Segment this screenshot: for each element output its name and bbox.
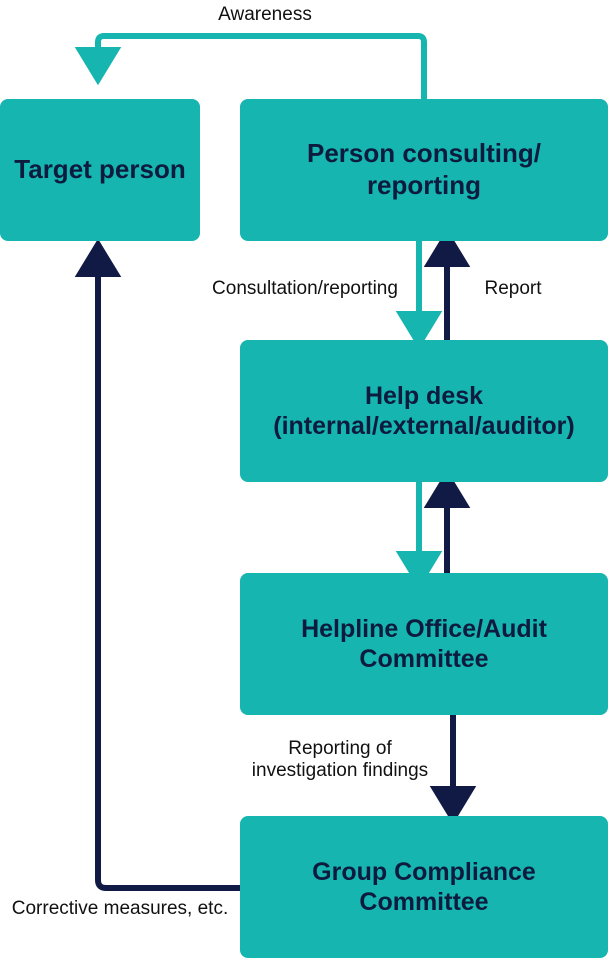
node-person-consulting-reporting-label: Person consulting/ reporting [306, 138, 542, 200]
node-help-desk: Help desk (internal/external/auditor) [240, 340, 608, 482]
node-target-person-label: Target person [14, 154, 186, 185]
node-helpline-office-audit-committee-label: Helpline Office/Audit Committee [301, 614, 547, 674]
node-group-compliance-committee: Group Compliance Committee [240, 816, 608, 958]
node-help-desk-label: Help desk (internal/external/auditor) [273, 381, 575, 441]
node-group-compliance-committee-label: Group Compliance Committee [312, 857, 536, 917]
arrow-corrective-measures [74, 238, 240, 891]
edge-label-investigation-findings: Reporting of investigation findings [251, 738, 429, 782]
node-target-person: Target person [0, 99, 200, 241]
edge-label-corrective-measures: Corrective measures, etc. [11, 898, 229, 919]
node-helpline-office-audit-committee: Helpline Office/Audit Committee [240, 573, 608, 715]
node-person-consulting-reporting: Person consulting/ reporting [240, 99, 608, 241]
edge-label-consultation-reporting: Consultation/reporting [212, 278, 398, 299]
arrow-awareness [74, 33, 427, 99]
edge-label-awareness: Awareness [218, 4, 312, 25]
edge-label-report: Report [484, 278, 542, 299]
